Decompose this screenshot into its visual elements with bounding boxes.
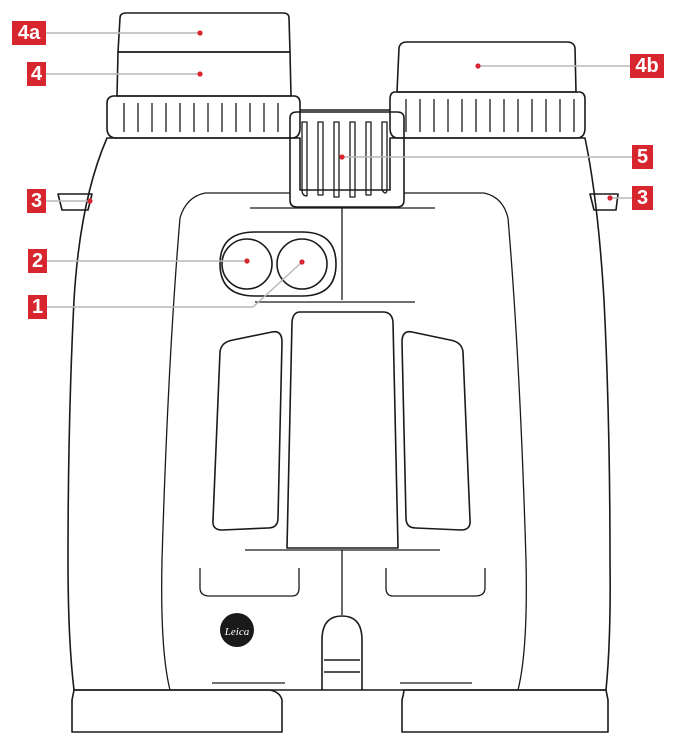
callout-label-4b: 4b [630, 54, 664, 78]
leader-dot-3L [87, 198, 93, 204]
eyecup-right-top [396, 41, 577, 93]
rangefinder-housing [219, 231, 337, 297]
rangefinder-button [276, 238, 328, 290]
leader-line-1 [47, 261, 303, 308]
center-plate [286, 311, 399, 549]
strap-lug-left [57, 193, 93, 211]
eyecup-left-ring [106, 95, 301, 139]
callout-label-4a: 4a [12, 21, 46, 45]
focus-wheel [289, 111, 405, 208]
center-lines [245, 207, 440, 615]
objective-right [401, 689, 609, 733]
grip-right [401, 330, 471, 531]
leader-dot-4a [197, 30, 203, 36]
leader-dot-4 [197, 71, 203, 77]
callout-label-1: 1 [28, 295, 47, 319]
leader-dot-5 [339, 154, 345, 160]
eyecup-left [106, 12, 301, 139]
callout-label-5: 5 [632, 145, 653, 169]
binocular-body [67, 137, 611, 691]
callout-label-3-left: 3 [27, 189, 46, 213]
rangefinder-lens-left [221, 238, 273, 290]
leader-dot-2 [244, 258, 250, 264]
callout-label-2: 2 [28, 249, 47, 273]
thumb-recesses [199, 568, 486, 597]
eyecup-left-ring-grip [123, 103, 279, 132]
leader-dot-3R [607, 195, 613, 201]
eyecup-right [389, 41, 586, 139]
leader-dot-4b [475, 63, 481, 69]
callout-label-3-right: 3 [632, 186, 653, 210]
strap-lug-right [589, 193, 619, 211]
leica-logo-text: Leica [224, 626, 250, 638]
objective-left [71, 689, 283, 733]
eyecup-left-top [117, 12, 291, 53]
eyecup-right-ring [389, 91, 586, 139]
callout-label-4: 4 [27, 62, 46, 86]
tripod-socket [321, 615, 363, 690]
eyecup-right-ring-grip [405, 99, 575, 132]
hinge-outline [161, 192, 527, 691]
leica-logo: Leica [220, 613, 254, 647]
grip-left [212, 330, 283, 531]
leader-dot-1 [299, 259, 305, 265]
